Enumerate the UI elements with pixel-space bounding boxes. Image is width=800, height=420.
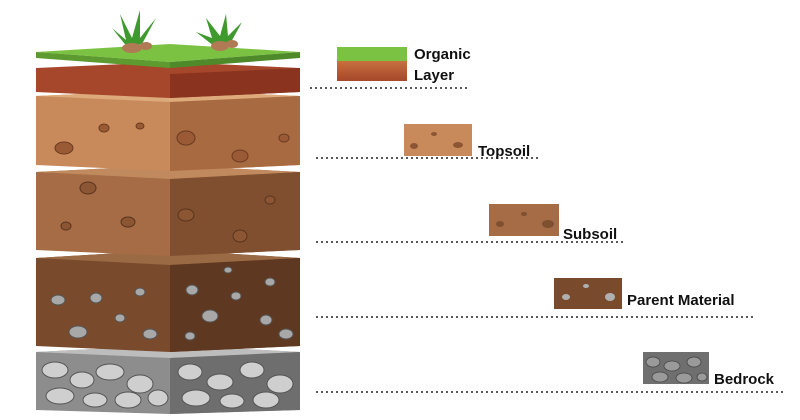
- organic-layer-label-line-1: Organic: [414, 46, 471, 63]
- plant-icon: [112, 10, 156, 53]
- organic-layer-block: [36, 62, 300, 98]
- organic-layer-swatch: [337, 47, 407, 81]
- topsoil-label-text: Topsoil: [478, 143, 531, 160]
- grass-layer: [36, 44, 300, 68]
- bedrock-block: [36, 345, 300, 414]
- subsoil-swatch: [489, 204, 559, 236]
- subsoil-label: Subsoil: [563, 224, 617, 245]
- bedrock-stones: [41, 361, 294, 409]
- topsoil-pebbles: [54, 122, 290, 163]
- organic-layer-label: Organic Layer: [414, 44, 471, 86]
- parent-material-label-text: Parent Material: [627, 292, 735, 309]
- bedrock-swatch: [643, 352, 709, 384]
- subsoil-pebbles: [60, 181, 276, 243]
- topsoil-block: [36, 90, 300, 171]
- leader-lines: [310, 87, 786, 393]
- organic-layer-label-line-2: Layer: [414, 67, 455, 84]
- parent-rocks: [50, 266, 294, 341]
- bedrock-label-text: Bedrock: [714, 371, 775, 388]
- topsoil-swatch: [404, 124, 472, 156]
- parent-material-swatch: [554, 278, 622, 309]
- plant-icon: [196, 14, 242, 51]
- subsoil-block: [36, 165, 300, 256]
- subsoil-label-text: Subsoil: [563, 226, 618, 243]
- bedrock-label: Bedrock: [714, 369, 774, 390]
- topsoil-label: Topsoil: [478, 141, 530, 162]
- parent-material-block: [36, 250, 300, 352]
- parent-material-label: Parent Material: [627, 290, 735, 311]
